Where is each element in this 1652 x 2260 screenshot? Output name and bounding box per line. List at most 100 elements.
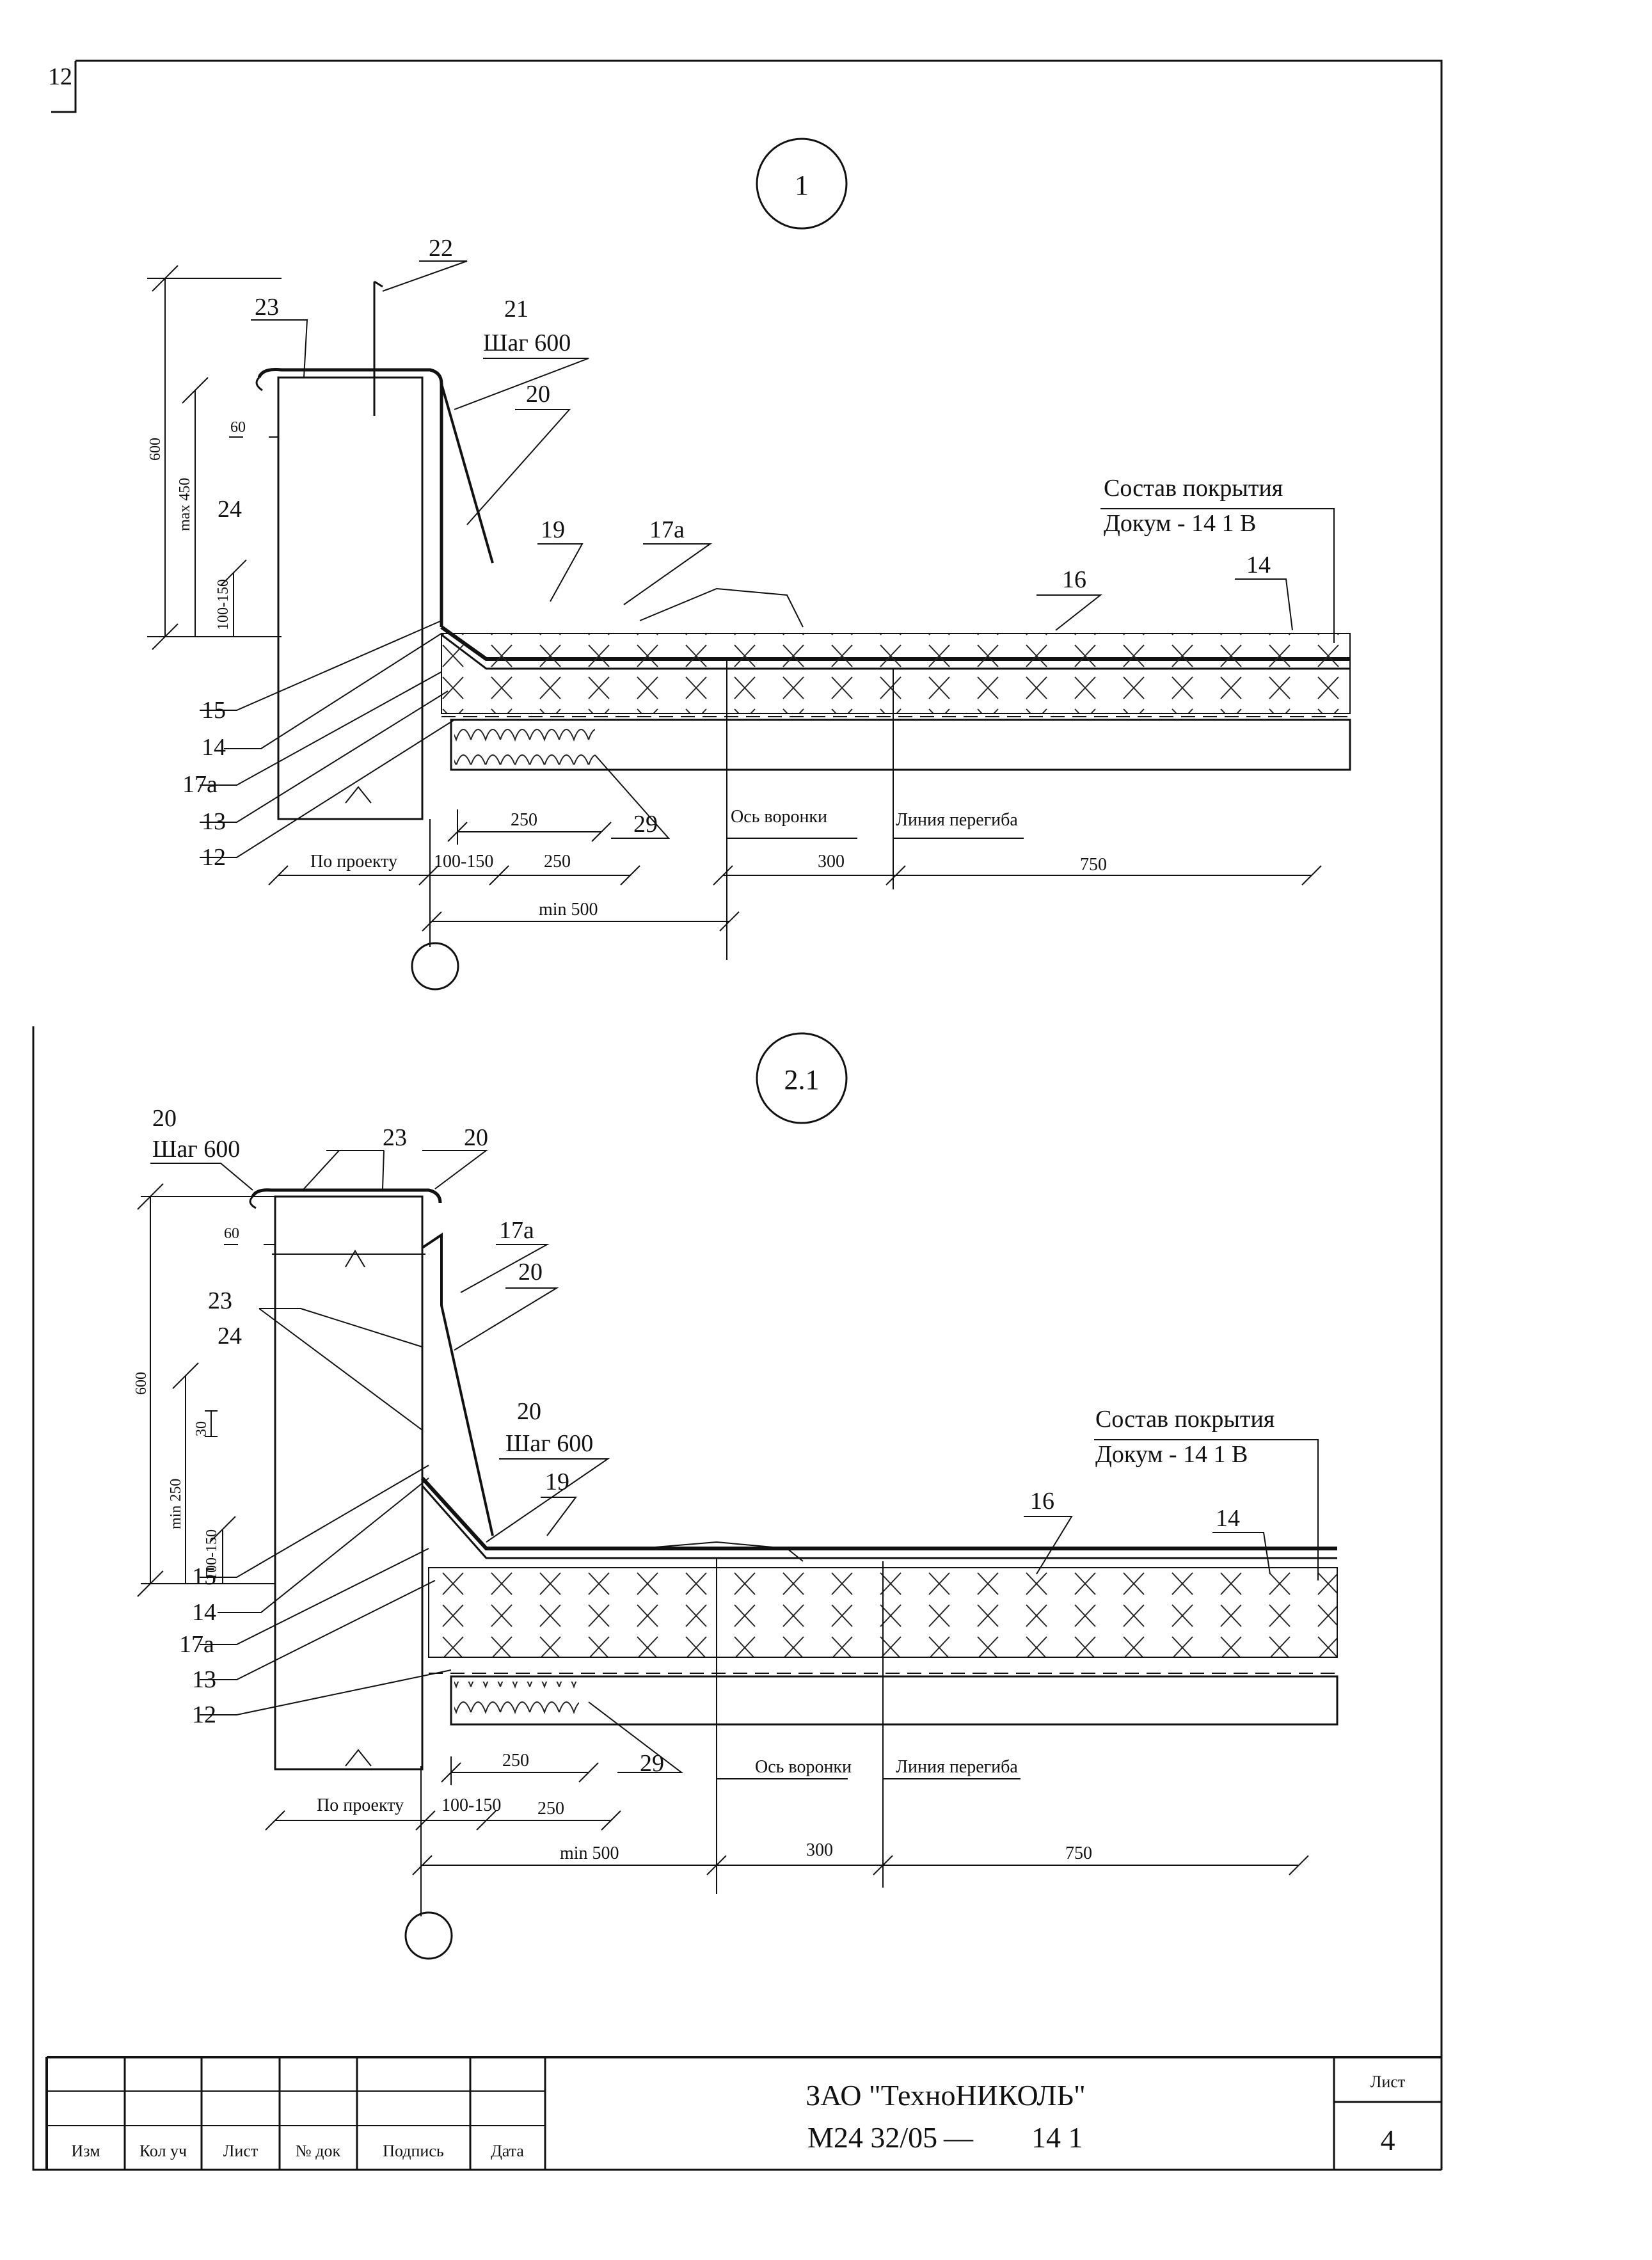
dim-300: 300 — [818, 852, 845, 871]
callout-17a: 17а — [182, 771, 218, 798]
dim-250-upper-2: 250 — [502, 1751, 529, 1771]
dim-100-150-h-2: 100-150 — [441, 1795, 501, 1815]
callout-13-2: 13 — [192, 1666, 216, 1693]
title-block — [45, 2056, 1442, 2170]
tb-sheet-label: Лист — [1370, 2073, 1405, 2091]
callout-16: 16 — [1062, 566, 1086, 593]
dim-250-lower-2: 250 — [537, 1799, 564, 1818]
callout-16-2: 16 — [1030, 1488, 1054, 1515]
tb-header-kol-uch: Кол уч — [139, 2142, 187, 2160]
dim-30: 30 — [193, 1421, 210, 1436]
dim-proj: По проекту — [310, 852, 397, 871]
composition-line-1-2: Состав покрытия — [1095, 1406, 1275, 1433]
deck-2 — [450, 1675, 1338, 1726]
dim-600-2: 600 — [133, 1372, 150, 1395]
tb-doc-number: 14 1 — [1031, 2121, 1083, 2154]
callout-20-mid: 20 — [518, 1259, 543, 1285]
callout-24-2: 24 — [218, 1323, 242, 1349]
vertical-dimensions-1 — [147, 265, 282, 650]
callout-23-top: 23 — [383, 1124, 407, 1151]
composition-line-2-2: Докум - 14 1 В — [1095, 1441, 1248, 1468]
page-corner-number: 12 — [48, 63, 72, 90]
callout-leaders-2 — [150, 1150, 1319, 1773]
callout-14-right: 14 — [1246, 552, 1271, 578]
callout-19-2: 19 — [545, 1468, 569, 1495]
spacing-label-left: Шаг 600 — [152, 1136, 240, 1163]
dim-max450: max 450 — [177, 478, 193, 531]
composition-line-1: Состав покрытия — [1104, 475, 1283, 502]
callout-15: 15 — [202, 697, 226, 724]
dim-750: 750 — [1080, 855, 1107, 875]
funnel-axis-label: Ось воронки — [731, 807, 827, 827]
tb-header-doc: № док — [296, 2142, 341, 2160]
callout-14-right-2: 14 — [1216, 1505, 1240, 1532]
callout-leaders-1 — [200, 260, 1335, 858]
dim-250-upper: 250 — [511, 810, 537, 830]
callout-23-2: 23 — [208, 1287, 232, 1314]
bend-line-label-2: Линия перегиба — [896, 1757, 1018, 1777]
callout-15-2: 15 — [192, 1563, 216, 1590]
callout-19: 19 — [541, 516, 565, 543]
callout-20-low: 20 — [517, 1398, 541, 1425]
dim-100-150: 100-150 — [215, 579, 232, 630]
parapet-2 — [249, 1188, 1337, 1771]
callout-12-2: 12 — [192, 1701, 216, 1728]
tb-company: ЗАО "ТехноНИКОЛЬ" — [806, 2079, 1086, 2112]
callout-13: 13 — [202, 808, 226, 835]
tb-header-list: Лист — [223, 2142, 258, 2160]
bend-line-label: Линия перегиба — [896, 810, 1018, 830]
dim-100-150-2: 100-150 — [203, 1529, 220, 1580]
callout-17a-top: 17а — [649, 516, 685, 543]
callout-20: 20 — [526, 381, 550, 408]
parapet-1 — [255, 280, 1350, 820]
dim-300-2: 300 — [806, 1840, 833, 1860]
callout-29-2: 29 — [640, 1750, 664, 1777]
horizontal-dimensions-1 — [268, 659, 1322, 960]
sheet-frame — [32, 60, 1443, 2171]
section-ref-circle-1 — [411, 942, 459, 991]
horizontal-dimensions-2 — [265, 1558, 1309, 1916]
callout-17a-top-2: 17а — [499, 1217, 534, 1244]
composition-line-2: Докум - 14 1 В — [1104, 510, 1256, 537]
deck-1 — [450, 719, 1351, 771]
detail-1: 1 600 max 450 100-150 60 — [147, 138, 1351, 991]
mineral-wool-1 — [454, 726, 595, 765]
dim-min250: min 250 — [168, 1479, 184, 1529]
callout-12: 12 — [202, 844, 226, 871]
vertical-dimensions-2 — [137, 1183, 275, 1597]
dim-750-2: 750 — [1065, 1843, 1092, 1863]
tb-header-date: Дата — [491, 2142, 524, 2160]
callout-20-right: 20 — [464, 1124, 488, 1151]
dim-100-150-h: 100-150 — [434, 852, 493, 871]
section-ref-circle-2 — [404, 1911, 453, 1960]
funnel-axis-label-2: Ось воронки — [755, 1757, 852, 1777]
tb-header-signature: Подпись — [383, 2142, 444, 2160]
insulation-layer-1 — [441, 633, 1351, 714]
dim-60-2: 60 — [224, 1225, 239, 1242]
spacing-label-2: Шаг 600 — [505, 1430, 593, 1457]
dim-min500-2: min 500 — [560, 1843, 619, 1863]
dim-proj-2: По проекту — [317, 1795, 404, 1815]
tb-sheet-number: 4 — [1381, 2124, 1395, 2156]
tb-dash: — — [943, 2121, 974, 2154]
detail-2-1: 2.1 600 30 min 250 100-150 60 — [133, 1032, 1338, 1960]
mineral-wool-2 — [454, 1682, 579, 1720]
detail-1-marker-label: 1 — [795, 170, 809, 201]
detail-2-1-marker-label: 2.1 — [784, 1064, 820, 1095]
callout-17a-2: 17а — [179, 1631, 214, 1658]
callout-20-left: 20 — [152, 1105, 177, 1132]
callout-29: 29 — [633, 811, 658, 838]
dim-250-lower: 250 — [544, 852, 571, 871]
tb-header-izm: Изм — [71, 2142, 100, 2160]
callout-14: 14 — [202, 734, 226, 761]
callout-14-2: 14 — [192, 1599, 216, 1626]
callout-24: 24 — [218, 496, 242, 523]
callout-21: 21 — [504, 296, 528, 322]
callout-23: 23 — [255, 294, 279, 321]
detail-1-marker — [756, 138, 848, 230]
tb-doc-code: М24 32/05 — [807, 2121, 937, 2154]
detail-2-1-marker — [756, 1032, 848, 1124]
dim-600: 600 — [147, 438, 164, 461]
callout-22: 22 — [429, 235, 453, 262]
